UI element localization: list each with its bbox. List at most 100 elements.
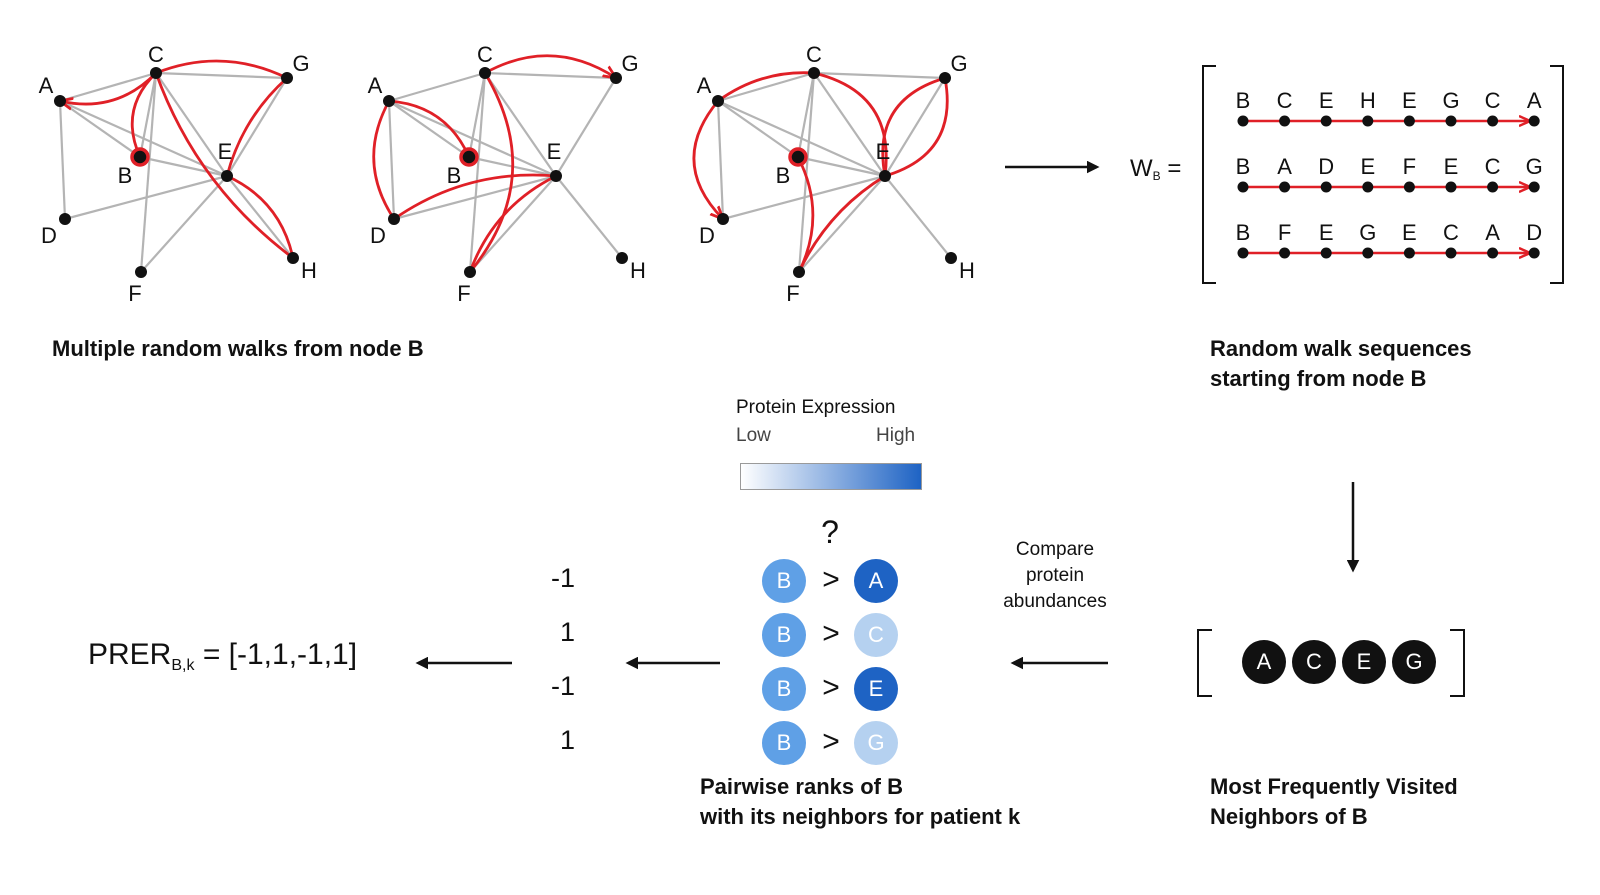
sequence-node [1237,247,1249,259]
sequence-node-label: D [1526,220,1542,245]
graph-edge [722,174,886,221]
sequence-node [1445,181,1457,193]
graph-edge [226,77,288,177]
graph-edge [64,174,228,221]
graph-node [59,213,71,225]
graph-node [616,252,628,264]
walk-arc [226,174,295,259]
graph-node-start [130,147,150,167]
sequence-node [1362,115,1374,127]
neighbor-bracket-right [1450,629,1465,697]
neighbor-circle: E [854,667,898,711]
graph-node-label: A [697,73,712,98]
graph-node-label: F [457,281,470,306]
walk-arc [881,76,946,177]
sequence-node [1445,115,1457,127]
graph-edge [484,71,617,80]
graph-node-label: E [218,139,233,164]
graph-node-label: H [959,258,975,283]
legend-low-label: Low [736,425,771,446]
graph-edge [226,175,294,259]
graph-node [221,170,233,182]
pairwise-row: B > G [762,721,902,765]
graph-edge [813,71,946,80]
sequence-node [1403,115,1415,127]
sequence-node [1403,247,1415,259]
sequence-node-label: F [1278,220,1291,245]
graph-node [610,72,622,84]
legend-high-label: High [876,425,916,446]
compare-label-line2: protein [1025,565,1085,586]
expression-gradient-bar [740,463,922,490]
sequence-node [1320,115,1332,127]
rank-value: 1 [559,725,575,755]
graph-node [939,72,951,84]
node-b-circle: B [762,613,806,657]
sequence-node [1279,115,1291,127]
graph-edge [716,100,725,220]
graph-edge [467,72,487,158]
node-b-circle: B [762,721,806,765]
graph-edge [58,100,67,220]
graph-node [808,67,820,79]
walk-arc [797,174,886,273]
graph-node-label: B [776,163,791,188]
sequence-node [1237,181,1249,193]
question-mark: ? [821,514,839,550]
greater-than-sign: > [822,563,840,596]
sequence-node [1487,181,1499,193]
pairwise-row: B > E [762,667,902,711]
sequence-node [1487,115,1499,127]
rank-value: -1 [550,671,575,701]
sequence-node [1237,115,1249,127]
graph-edge [797,155,886,178]
caption-random-walks: Multiple random walks from node B [52,336,424,361]
walk-arc [717,71,815,103]
graph-node-label: C [806,42,822,67]
sequence-node-label: E [1402,220,1417,245]
graph-edge [388,100,470,158]
sequence-node [1362,181,1374,193]
graph-edge [59,71,157,103]
walk-arc [813,71,888,177]
graph-node-label: G [621,51,638,76]
sequence-node [1528,115,1540,127]
walk-matrix-label-sub: B [1152,169,1161,183]
neighbor-node: E [1342,640,1386,684]
sequence-node-label: B [1236,88,1251,113]
sequence-node-label: C [1277,88,1293,113]
caption-neighbors-line1: Most Frequently Visited [1210,774,1458,799]
sequence-node-label: B [1236,220,1251,245]
caption-pairwise-line1: Pairwise ranks of B [700,774,903,799]
sequence-node [1528,247,1540,259]
sequence-node-label: E [1402,88,1417,113]
sequence-node-label: A [1527,88,1542,113]
prer-main: PRER [88,638,172,671]
neighbor-bracket-left [1197,629,1212,697]
sequence-node [1279,181,1291,193]
sequence-node-label: C [1485,154,1501,179]
walk-matrix-label: WB = [1130,155,1181,183]
sequence-node-label: A [1277,154,1292,179]
sequence-node-label: E [1319,220,1334,245]
graph-edge [798,175,886,273]
graph-node-label: F [128,281,141,306]
graph-node-label: B [447,163,462,188]
graph-node-start [788,147,808,167]
graph-node [712,95,724,107]
graph-edge [393,174,557,221]
graph-edge [155,71,288,80]
caption-pairwise-line2: with its neighbors for patient k [700,804,1021,829]
graph-node [287,252,299,264]
walk-arc [388,99,471,158]
matrix-bracket-left [1202,65,1216,284]
walk-arc [884,77,949,178]
node-b-circle: B [762,559,806,603]
pairwise-row: B > A [762,559,902,603]
neighbor-node: G [1392,640,1436,684]
graph-edge [59,100,141,158]
